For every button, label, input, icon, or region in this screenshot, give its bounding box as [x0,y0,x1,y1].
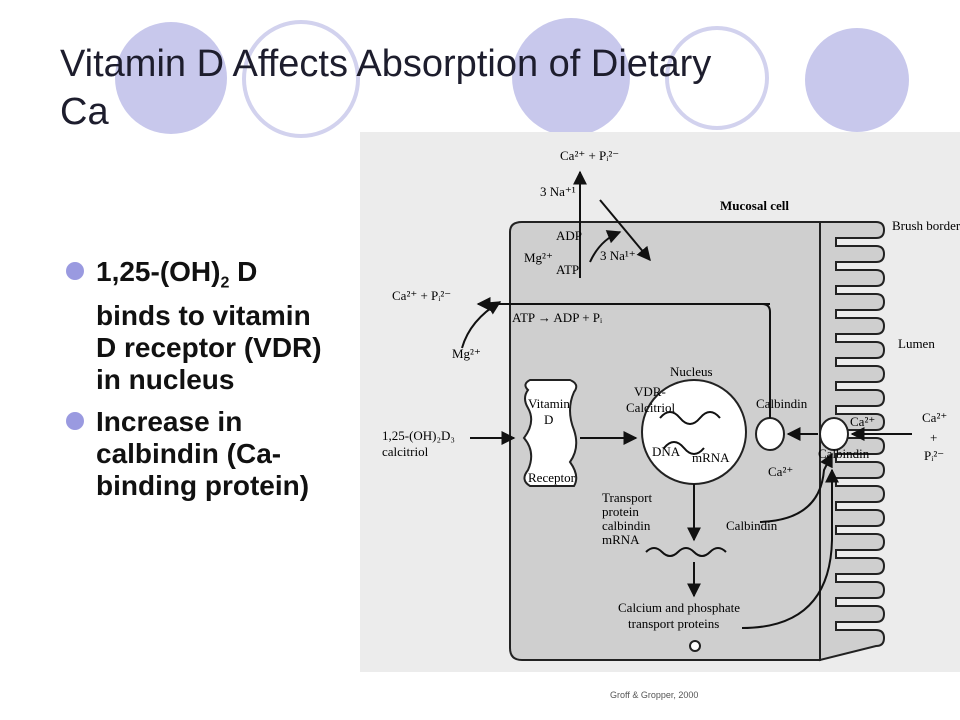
label-ca-right-circle: Ca²⁺ [850,414,875,429]
vitamin-d-receptor-shape [522,379,578,487]
bullet-item-calbindin: Increase in calbindin (Ca-binding protei… [66,406,326,502]
label-proteins-2: transport proteins [628,616,719,631]
label-calbindin-right: Calbindin [818,446,870,461]
arrow-calbindin-up [761,303,771,418]
arrow-mg-curve [461,301,502,349]
transport-protein-circle [689,640,701,652]
arrow-mg-inner [589,230,622,263]
label-hormone-1: 1,25-(OH)₂D₃ [382,428,455,443]
label-hormone-2: calcitriol [382,444,429,459]
calbindin-oval-right [819,417,849,451]
arrow-calbindin-loop [759,452,833,523]
decor-circle-1 [115,22,227,134]
label-transport-3: calbindin [602,518,651,533]
dna-strand [659,411,721,425]
label-na3-top: 3 Na⁺¹ [540,184,576,199]
label-vitamin-d-2: D [544,412,553,427]
mrna-squiggle [645,547,727,557]
decor-circle-2 [512,18,630,136]
bullet-item-vdr: 1,25-(OH)2 D binds to vitamin D receptor… [66,256,326,396]
arrow-proteins-to-border [741,468,839,629]
label-ca-pi-top: Ca²⁺ + Pᵢ²⁻ [560,148,619,163]
label-transport-2: protein [602,504,639,519]
label-adp: ADP [556,228,582,243]
label-brush-border: Brush border [892,218,960,233]
label-ca-pi-right-2: + [930,430,937,445]
label-mg-inner: Mg²⁺ [524,250,553,265]
label-proteins-1: Calcium and phosphate [618,600,740,615]
label-transport-1: Transport [602,490,652,505]
label-calbindin-low: Calbindin [726,518,778,533]
label-mg-bottom: Mg²⁺ [452,346,481,361]
bullet-dot-icon [66,411,84,430]
label-atp-reaction: ATP → ADP + Pᵢ [512,310,603,325]
label-na3-inner: 3 Na¹⁺ [600,248,636,263]
label-dna: DNA [652,444,681,459]
label-lumen: Lumen [898,336,935,351]
decor-ring-1 [242,20,360,138]
label-atp: ATP [556,262,579,277]
slide-title: Vitamin D Affects Absorption of Dietary … [60,43,712,133]
arrow-na-in [599,199,651,262]
bullet-dot-icon [66,262,84,280]
decor-ring-2 [665,26,769,130]
label-nucleus: Nucleus [670,364,713,379]
label-mucosal-cell: Mucosal cell [720,198,789,213]
label-ca-pi-right-3: Pᵢ²⁻ [924,448,944,463]
label-mrna: mRNA [692,450,730,465]
label-vitamin-d-1: Vitamin [528,396,570,411]
bullet-list: 1,25-(OH)2 D binds to vitamin D receptor… [66,256,326,512]
label-vdr-calcitriol-1: VDR- [634,384,666,399]
label-transport-4: mRNA [602,532,640,547]
label-vdr-calcitriol-2: Calcitriol [626,400,675,415]
label-ca-pi-left: Ca²⁺ + Pᵢ²⁻ [392,288,451,303]
label-calbindin-mid: Calbindin [756,396,808,411]
decor-circle-3 [805,28,909,132]
citation: Groff & Gropper, 2000 [610,690,699,700]
dna-strand-2 [663,441,705,455]
label-receptor: Receptor [528,470,576,485]
label-ca-pi-right-1: Ca²⁺ [922,410,947,425]
label-ca-mid: Ca²⁺ [768,464,793,479]
calbindin-oval-mid [755,417,785,451]
